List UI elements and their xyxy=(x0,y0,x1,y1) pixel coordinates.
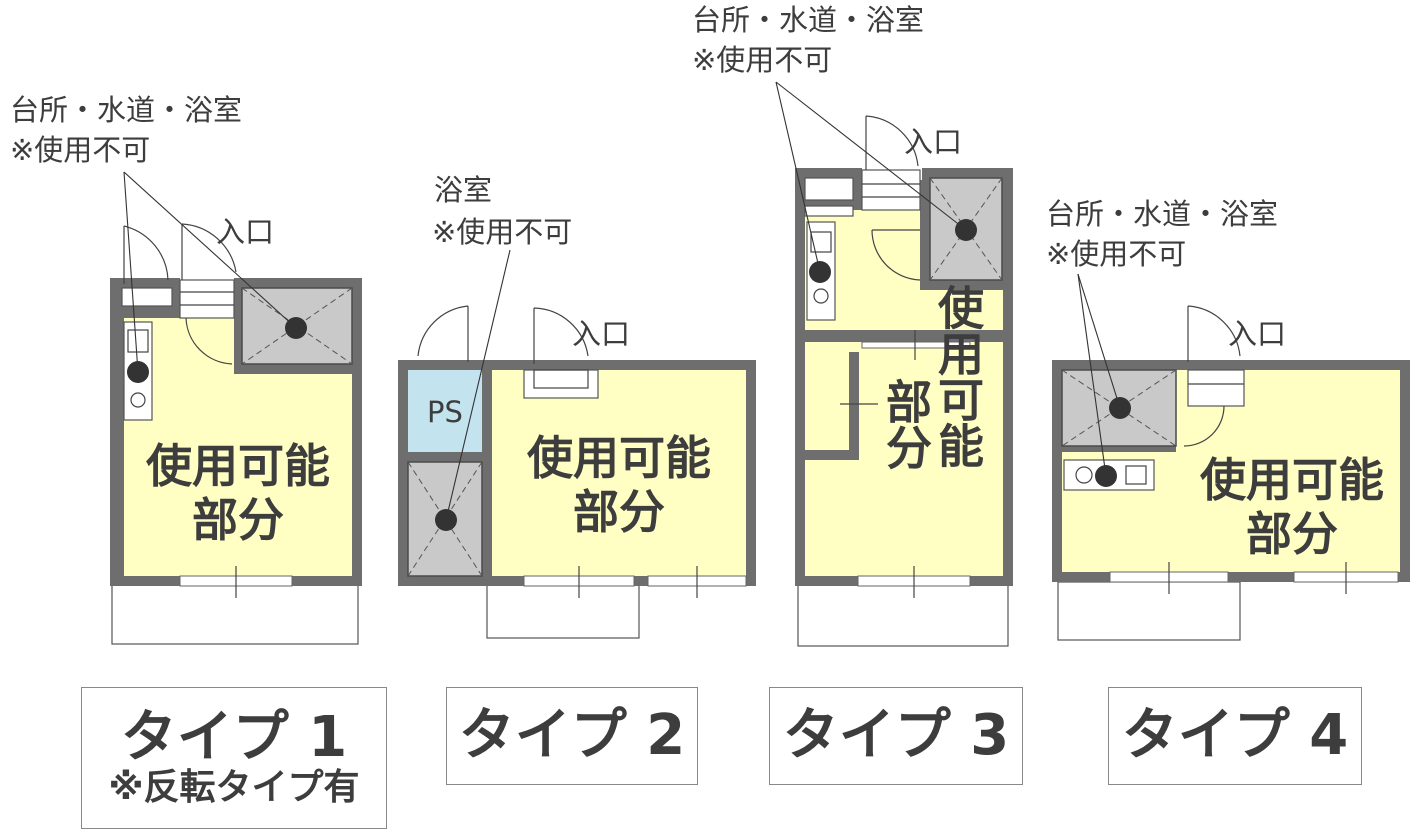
entrance-label: 入口 xyxy=(1228,317,1286,351)
type-2-label: タイプ 2 xyxy=(458,702,686,768)
usable-label-line2: 部分 xyxy=(573,485,665,539)
closet xyxy=(121,287,173,307)
floor-plan-type-4: 台所・水道・浴室 ※使用不可 入口 使用可能 部分 xyxy=(1046,197,1410,641)
type-1-sublabel: ※反転タイプ有 xyxy=(108,766,360,808)
note-kitchen-water-bath: 台所・水道・浴室 xyxy=(10,93,242,127)
entrance-steps xyxy=(1187,369,1245,407)
usable-label-vertical-right: 使用可能 xyxy=(931,284,985,468)
usable-label-line2: 部分 xyxy=(192,493,284,547)
usable-area xyxy=(124,318,352,576)
note-kitchen-water-bath: 台所・水道・浴室 xyxy=(692,3,924,37)
usable-label-vertical-left: 部分 xyxy=(879,378,933,470)
type-4-label-box: タイプ 4 xyxy=(1108,687,1362,785)
floor-plan-type-2: 浴室 ※使用不可 入口 PS 使用可能 部分 xyxy=(398,173,756,639)
pipe-space xyxy=(408,370,482,452)
note-not-usable: ※使用不可 xyxy=(692,43,832,77)
type-3-label-box: タイプ 3 xyxy=(769,687,1023,785)
note-not-usable: ※使用不可 xyxy=(10,133,150,167)
type-1-label: タイプ 1 xyxy=(120,704,348,770)
entrance-label: 入口 xyxy=(216,215,274,249)
closet-door xyxy=(123,225,169,284)
entrance-label: 入口 xyxy=(572,317,630,351)
entrance-label: 入口 xyxy=(904,125,962,159)
usable-area xyxy=(1062,370,1400,572)
entrance-door xyxy=(1187,305,1241,362)
floor-plan-type-3: 台所・水道・浴室 ※使用不可 入口 使用可能 部分 xyxy=(692,3,1013,647)
type-3-label: タイプ 3 xyxy=(782,702,1010,768)
balcony xyxy=(486,583,640,639)
usable-label-line2: 部分 xyxy=(1246,507,1338,561)
usable-area xyxy=(805,210,1003,576)
balcony xyxy=(1057,581,1241,641)
note-not-usable: ※使用不可 xyxy=(1046,237,1186,271)
entrance-door xyxy=(865,115,919,170)
ps-door xyxy=(417,305,469,362)
note-kitchen-water-bath: 台所・水道・浴室 xyxy=(1046,197,1278,231)
type-2-label-box: タイプ 2 xyxy=(446,687,698,785)
storage xyxy=(804,177,854,201)
type-4-label: タイプ 4 xyxy=(1121,702,1349,768)
usable-area xyxy=(492,370,746,576)
balcony xyxy=(111,583,359,645)
note-bath: 浴室 xyxy=(434,173,492,207)
balcony xyxy=(797,583,1009,647)
ps-label: PS xyxy=(427,395,463,429)
floor-plan-type-1: 台所・水道・浴室 ※使用不可 入口 使用可能 部分 xyxy=(10,93,362,645)
usable-label-line1: 使用可能 xyxy=(1200,453,1384,507)
entrance-steps xyxy=(523,369,599,399)
entrance-steps xyxy=(179,279,235,319)
floor-plans-diagram: 台所・水道・浴室 ※使用不可 入口 使用可能 部分 浴室 ※使用不可 入口 xyxy=(10,3,1410,647)
entrance-door xyxy=(533,307,589,364)
type-1-label-box: タイプ 1 ※反転タイプ有 xyxy=(81,687,387,829)
usable-label-line1: 使用可能 xyxy=(527,431,711,485)
note-not-usable: ※使用不可 xyxy=(432,215,572,249)
usable-label-line1: 使用可能 xyxy=(146,439,330,493)
entrance-door xyxy=(181,223,237,280)
entrance-steps xyxy=(861,169,921,211)
